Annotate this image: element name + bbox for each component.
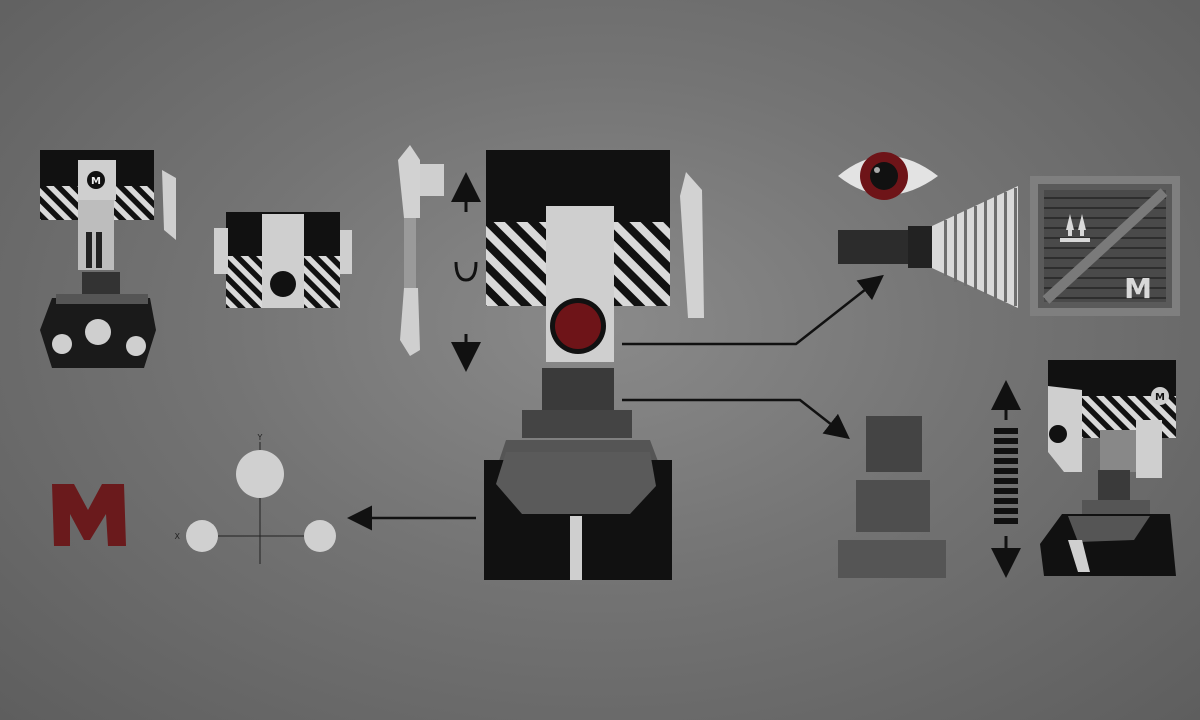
this-side-up-icon [1060, 214, 1090, 242]
connector-arrows [347, 274, 884, 531]
m-logo-icon [52, 484, 126, 546]
flashlight-icon [838, 186, 1018, 308]
robot-head-icon [214, 212, 352, 308]
robot-turned-icon: M [1040, 360, 1176, 576]
crate-icon: M [1030, 176, 1180, 316]
height-indicator-icon [991, 380, 1021, 578]
axis-diagram-icon: X Y [175, 433, 336, 564]
robot-small-icon: M [40, 150, 176, 368]
crate-logo-text: M [1124, 272, 1152, 305]
axis-y-label: Y [257, 433, 263, 442]
robot-small-logo-text: M [91, 176, 101, 187]
robot-turned-logo-text: M [1155, 392, 1165, 403]
robot-arm-icon [398, 145, 481, 372]
eye-icon [838, 152, 938, 200]
axis-x-label: X [175, 532, 181, 541]
stacked-blocks-icon [838, 416, 946, 578]
robot-large-icon [484, 150, 704, 580]
